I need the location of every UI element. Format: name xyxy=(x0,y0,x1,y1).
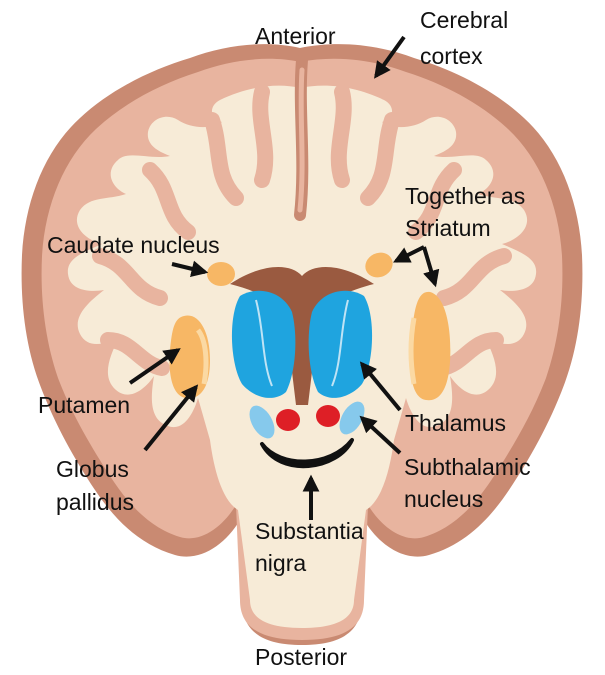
label-thalamus: Thalamus xyxy=(405,409,506,438)
label-cerebral-cortex-line2: cortex xyxy=(420,42,483,71)
label-together-as: Together as xyxy=(405,182,525,211)
label-caudate-nucleus: Caudate nucleus xyxy=(47,231,220,260)
red-nucleus-left xyxy=(276,409,300,431)
caudate-nucleus-left xyxy=(207,262,235,286)
label-substantia: Substantia xyxy=(255,517,364,546)
label-putamen: Putamen xyxy=(38,391,130,420)
red-nucleus-right xyxy=(316,405,340,427)
label-striatum: Striatum xyxy=(405,214,491,243)
label-pallidus: pallidus xyxy=(56,488,134,517)
label-globus: Globus xyxy=(56,455,129,484)
label-posterior: Posterior xyxy=(255,643,347,672)
label-nucleus: nucleus xyxy=(404,485,483,514)
label-cerebral-cortex-line1: Cerebral xyxy=(420,6,508,35)
label-anterior: Anterior xyxy=(255,22,336,51)
label-subthalamic: Subthalamic xyxy=(404,453,531,482)
label-nigra: nigra xyxy=(255,549,306,578)
